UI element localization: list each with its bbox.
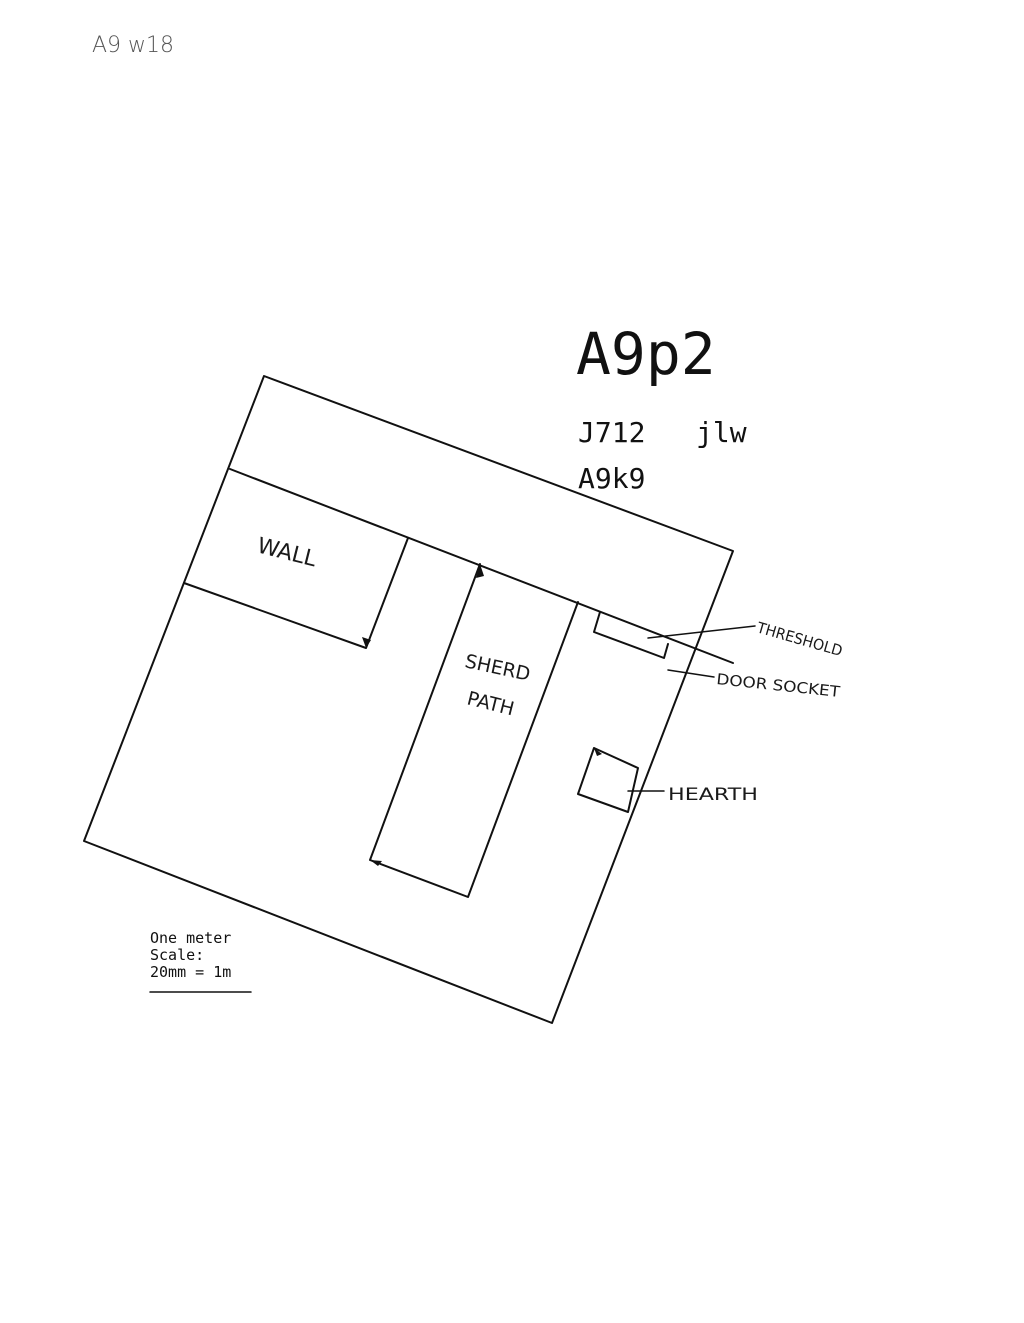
sherd-path-outline	[369, 563, 579, 898]
hearth-label: HEARTH	[668, 785, 758, 805]
scale-line3: 20mm = 1m	[150, 963, 231, 981]
sherd-path-arrowhead-bottom	[370, 860, 382, 866]
plan-id: A9p2	[576, 320, 716, 388]
scale-line2: Scale:	[150, 946, 204, 964]
room-outline	[83, 375, 734, 1024]
unit-id: A9k9	[578, 462, 645, 495]
code-line: J712 jlw	[578, 416, 747, 449]
sherd-path-arrowhead-top	[476, 564, 484, 578]
door-socket-leader	[667, 669, 715, 678]
corner-note: A9 w18	[92, 33, 174, 58]
wall-label: WALL	[255, 534, 320, 573]
wall-arrowhead	[362, 637, 371, 648]
sherd-label-line1: SHERD	[463, 650, 532, 685]
hearth-arrowhead	[594, 748, 602, 756]
wall-inner-line	[229, 468, 734, 664]
door-socket-label: DOOR SOCKET	[716, 670, 842, 701]
scale-line1: One meter	[150, 929, 231, 947]
threshold-outline	[593, 611, 669, 659]
threshold-label: THRESHOLD	[754, 618, 844, 660]
threshold-leader	[647, 625, 756, 639]
sherd-label-line2: PATH	[465, 688, 517, 721]
hearth-outline	[577, 747, 639, 813]
